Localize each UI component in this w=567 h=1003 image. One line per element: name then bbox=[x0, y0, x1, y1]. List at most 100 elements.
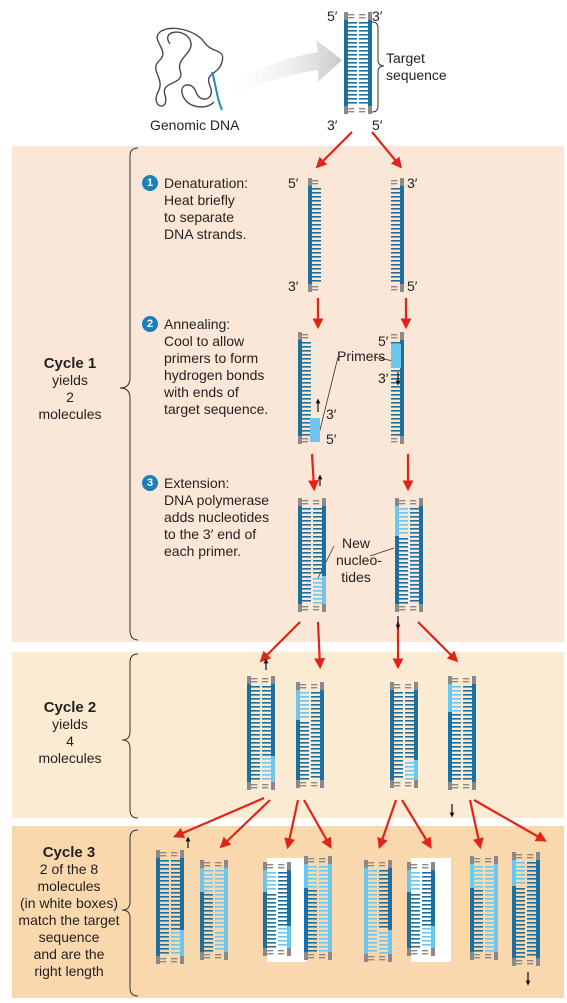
c3-mol-4-right-rung-0-910 bbox=[319, 910, 328, 912]
c3-mol-7-left-rung-1-902 bbox=[474, 902, 483, 904]
c2-mol-4-left-rung-1-714 bbox=[452, 714, 461, 716]
c2-mol-1-right-rung-0-718 bbox=[262, 718, 271, 720]
c3-mol-7-left-caprung-3 bbox=[474, 957, 481, 959]
c3-mol-3-left-rung-0-872 bbox=[267, 872, 276, 874]
ext-duplex-right-left-rung-1-586 bbox=[399, 586, 408, 588]
ext-duplex-right-left-rung-0-512 bbox=[399, 512, 408, 514]
target-duplex-left-cap-top bbox=[344, 12, 348, 20]
anneal-strand-right-rung-0-414 bbox=[391, 414, 400, 416]
red-arrow-17 bbox=[468, 799, 484, 850]
c2-mol-3-right-rung-0-704 bbox=[405, 704, 414, 706]
c3-mol-7-left-caprung-1 bbox=[474, 861, 481, 863]
c3-mol-6-right-rung-0-892 bbox=[422, 892, 431, 894]
c3-mol-1-right-rung-1-948 bbox=[171, 948, 180, 950]
c3-mol-4-right-rung-0-882 bbox=[319, 882, 328, 884]
c3-mol-8-left-rung-0-878 bbox=[516, 878, 525, 880]
c3-mol-3-left-caprung-2 bbox=[267, 950, 274, 952]
c3-mol-1-right-backbone-0 bbox=[180, 858, 184, 930]
c3-mol-7-right-rung-0-918 bbox=[485, 918, 494, 920]
c3-mol-6-right-rung-1-940 bbox=[422, 940, 431, 942]
c3-mol-1-right-rung-0-872 bbox=[171, 872, 180, 874]
c2-mol-1-left-rung-0-778 bbox=[251, 778, 260, 780]
ext-duplex-right-left-rung-0-516 bbox=[399, 516, 408, 518]
c3-mol-8-right-caprung-3 bbox=[527, 963, 534, 965]
c3-mol-8-left-rung-1-936 bbox=[516, 936, 525, 938]
step-2-line-1: Cool to allow bbox=[164, 333, 245, 349]
anneal-strand-right-cap-bottom bbox=[400, 436, 404, 444]
ext-duplex-right-left-caprung-2 bbox=[399, 606, 406, 608]
c2-mol-4-right-rung-0-702 bbox=[463, 702, 472, 704]
ext-duplex-right-left-rung-1-590 bbox=[399, 590, 408, 592]
c2-mol-4-left-rung-1-762 bbox=[452, 762, 461, 764]
ext-duplex-right-left-rung-1-582 bbox=[399, 582, 408, 584]
c3-mol-8-right-rung-0-862 bbox=[527, 862, 536, 864]
c3-mol-8-right-rung-0-914 bbox=[527, 914, 536, 916]
c3-mol-7-right-caprung-2 bbox=[485, 954, 492, 956]
c3-mol-2-right-caprung-3 bbox=[215, 957, 222, 959]
anneal-strand-left-rung-0-374 bbox=[302, 374, 311, 376]
c3-mol-2-left-caprung-0 bbox=[204, 862, 211, 864]
c2-mol-1-left-rung-0-718 bbox=[251, 718, 260, 720]
c3-mol-8-left-rung-1-900 bbox=[516, 900, 525, 902]
c2-mol-3-left-rung-0-752 bbox=[394, 752, 403, 754]
c3-mol-8-left-rung-1-912 bbox=[516, 912, 525, 914]
c2-mol-3-right-rung-0-756 bbox=[405, 756, 414, 758]
c2-mol-3-right-rung-0-728 bbox=[405, 728, 414, 730]
target-duplex-left-rung-0-102 bbox=[348, 102, 357, 104]
c3-mol-8-right-rung-0-930 bbox=[527, 930, 536, 932]
anneal-strand-left-rung-0-434 bbox=[302, 434, 311, 436]
c3-mol-1-right-cap-top bbox=[180, 850, 184, 858]
c3-mol-4-right-rung-0-894 bbox=[319, 894, 328, 896]
c2-mol-2-left-rung-0-696 bbox=[300, 696, 309, 698]
cycle-3-line-1: 2 of the 8 bbox=[39, 861, 99, 877]
c3-mol-4-left-rung-1-942 bbox=[308, 942, 317, 944]
c3-mol-4-left-caprung-3 bbox=[308, 957, 315, 959]
c3-mol-2-right-rung-0-882 bbox=[215, 882, 224, 884]
c2-mol-3-left-cap-top bbox=[390, 682, 394, 690]
anneal-strand-left-rung-0-394 bbox=[302, 394, 311, 396]
anneal-strand-left-rung-0-406 bbox=[302, 406, 311, 408]
c2-mol-4-left-cap-top bbox=[448, 676, 452, 684]
ext-duplex-left-left-caprung-0 bbox=[302, 500, 309, 502]
step-2-badge: 2 bbox=[142, 316, 158, 332]
c3-mol-1-right-rung-0-860 bbox=[171, 860, 180, 862]
anneal-strand-left-rung-0-370 bbox=[302, 370, 311, 372]
c3-mol-1-right-rung-0-928 bbox=[171, 928, 180, 930]
c3-mol-6-left-rung-1-898 bbox=[411, 898, 420, 900]
c3-mol-3-right-rung-0-896 bbox=[278, 896, 287, 898]
c3-mol-7-right-caprung-1 bbox=[485, 861, 492, 863]
c3-mol-1-left-rung-0-908 bbox=[160, 908, 169, 910]
c3-mol-1-left-rung-0-872 bbox=[160, 872, 169, 874]
ext-duplex-right-left-rung-0-524 bbox=[399, 524, 408, 526]
c2-mol-2-left-rung-1-734 bbox=[300, 734, 309, 736]
step-3-title: Extension: bbox=[164, 475, 230, 491]
denat-right-five-prime: 5′ bbox=[407, 278, 418, 294]
c3-mol-6-left-rung-1-902 bbox=[411, 902, 420, 904]
c2-mol-2-left-rung-1-758 bbox=[300, 758, 309, 760]
ext-duplex-right-right-rung-0-516 bbox=[410, 516, 419, 518]
denat-strand-left-rung-0-220 bbox=[312, 220, 321, 222]
c3-mol-7-left-rung-1-918 bbox=[474, 918, 483, 920]
target-duplex-left-rung-0-82 bbox=[348, 82, 357, 84]
c2-mol-2-left-rung-1-750 bbox=[300, 750, 309, 752]
anneal-strand-left-rung-0-402 bbox=[302, 402, 311, 404]
target-duplex-right-caprung-3 bbox=[359, 111, 366, 113]
c2-mol-4-right-caprung-3 bbox=[463, 787, 470, 789]
c3-mol-3-right-rung-0-916 bbox=[278, 916, 287, 918]
cycle-3-label: Cycle 3 2 of the 8 molecules (in white b… bbox=[14, 844, 124, 980]
c2-mol-3-right-rung-1-778 bbox=[405, 778, 414, 780]
c3-mol-4-left-rung-1-902 bbox=[308, 902, 317, 904]
denat-strand-left-rung-0-188 bbox=[312, 188, 321, 190]
ext-duplex-right-left-rung-1-550 bbox=[399, 550, 408, 552]
c2-mol-3-left-rung-0-704 bbox=[394, 704, 403, 706]
c3-mol-3-right bbox=[278, 862, 291, 956]
c2-mol-3-right-caprung-0 bbox=[405, 684, 412, 686]
anneal-strand-right-rung-0-406 bbox=[391, 406, 400, 408]
c2-mol-1-right bbox=[262, 676, 275, 790]
c3-mol-8-right-cap-bottom bbox=[536, 958, 540, 966]
c3-mol-1-left-caprung-3 bbox=[160, 961, 167, 963]
target-duplex-right-backbone-0 bbox=[368, 20, 372, 106]
c2-mol-4-right-caprung-1 bbox=[463, 681, 470, 683]
c2-mol-2-right-rung-0-724 bbox=[311, 724, 320, 726]
c3-mol-1-left-cap-bottom bbox=[156, 956, 160, 964]
